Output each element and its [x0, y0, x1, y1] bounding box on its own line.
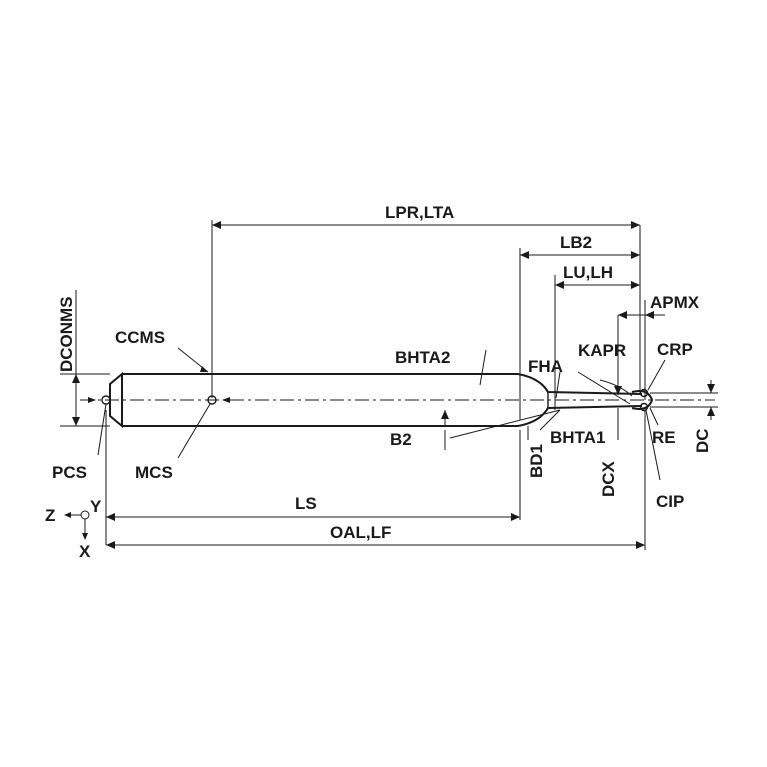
- label-crp: CRP: [657, 340, 693, 359]
- bhta1-leader: [539, 409, 561, 431]
- label-mcs: MCS: [135, 463, 173, 482]
- label-dconms: DCONMS: [57, 296, 76, 372]
- cip-leader: [645, 409, 661, 481]
- crp-leader: [647, 359, 666, 391]
- label-ccms: CCMS: [115, 328, 165, 347]
- label-bd1: BD1: [527, 444, 546, 478]
- label-kapr: KAPR: [578, 341, 626, 360]
- label-b2: B2: [390, 430, 412, 449]
- coordinate-system: [64, 510, 90, 540]
- label-bhta1: BHTA1: [550, 428, 605, 447]
- kapr-leader: [577, 371, 631, 405]
- arrowheads: [72, 221, 715, 549]
- label-dc: DC: [693, 428, 712, 453]
- label-axis-y: Y: [90, 497, 102, 516]
- label-re: RE: [652, 428, 676, 447]
- cutting-edge-corner-lower: [639, 402, 649, 412]
- dimension-lines: [75, 224, 712, 546]
- pcs-leader: [97, 403, 107, 456]
- re-leader: [649, 407, 659, 426]
- label-lpr-lta: LPR,LTA: [385, 203, 454, 222]
- label-pcs: PCS: [52, 463, 87, 482]
- fha-leader: [555, 371, 561, 399]
- label-lu-lh: LU,LH: [563, 263, 613, 282]
- label-cip: CIP: [656, 492, 684, 511]
- label-axis-x: X: [79, 542, 91, 561]
- b2-leader: [449, 409, 561, 439]
- label-axis-z: Z: [45, 506, 55, 525]
- neck-taper-outline: [517, 373, 643, 427]
- label-apmx: APMX: [650, 293, 700, 312]
- labels: LPR,LTA LB2 LU,LH APMX DCONMS CCMS BHTA2…: [45, 203, 712, 561]
- label-oal-lf: OAL,LF: [330, 523, 391, 542]
- label-dcx: DCX: [599, 460, 618, 497]
- tool-outline: [80, 371, 715, 429]
- mcs-leader: [177, 403, 211, 459]
- label-ls: LS: [295, 494, 317, 513]
- label-fha: FHA: [528, 357, 563, 376]
- origin-icon: [80, 510, 90, 520]
- label-lb2: LB2: [560, 233, 592, 252]
- label-bhta2: BHTA2: [395, 348, 450, 367]
- extension-lines: [60, 220, 718, 550]
